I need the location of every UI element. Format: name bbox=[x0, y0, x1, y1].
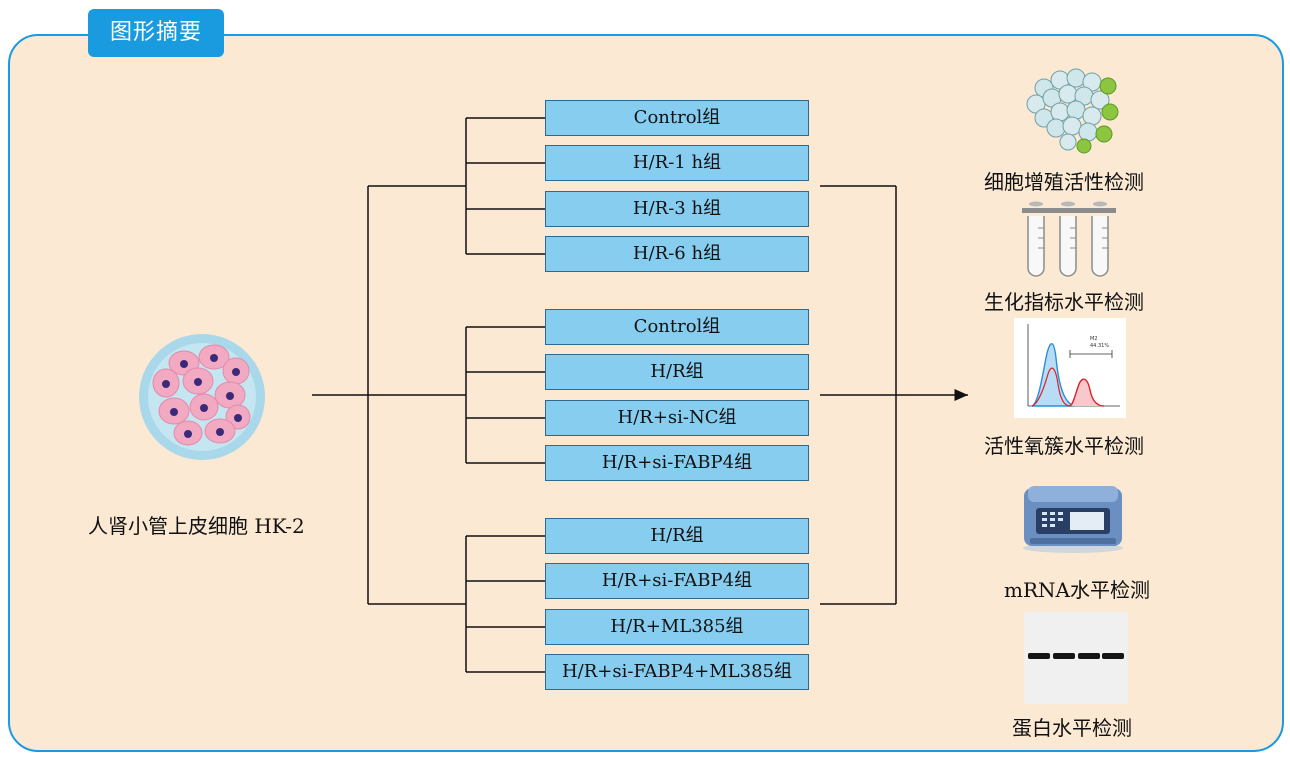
group-box: H/R-6 h组 bbox=[545, 236, 809, 272]
western-blot-icon bbox=[1024, 612, 1128, 704]
group-box: H/R-1 h组 bbox=[545, 145, 809, 181]
group-box: Control组 bbox=[545, 309, 809, 345]
group-box: H/R+ML385组 bbox=[545, 609, 809, 645]
group-box: Control组 bbox=[545, 100, 809, 136]
group-box: H/R+si-FABP4组 bbox=[545, 563, 809, 599]
pcr-machine-icon bbox=[1022, 482, 1124, 554]
group-box: H/R+si-FABP4组 bbox=[545, 445, 809, 481]
group-box: H/R组 bbox=[545, 518, 809, 554]
test-tubes-icon bbox=[1018, 198, 1120, 278]
gate-label: M2 bbox=[1090, 336, 1098, 342]
cell-dish-icon bbox=[138, 333, 266, 461]
assay-label: 细胞增殖活性检测 bbox=[984, 166, 1144, 195]
group-box: H/R组 bbox=[545, 354, 809, 390]
assay-label: 生化指标水平检测 bbox=[984, 286, 1144, 315]
flow-cytometry-histogram-icon: M2 44.31% bbox=[1014, 318, 1126, 418]
group-box: H/R+si-NC组 bbox=[545, 400, 809, 436]
assay-label: 活性氧簇水平检测 bbox=[984, 430, 1144, 459]
group-box: H/R+si-FABP4+ML385组 bbox=[545, 654, 809, 690]
group-box: H/R-3 h组 bbox=[545, 191, 809, 227]
source-label: 人肾小管上皮细胞 HK-2 bbox=[88, 510, 305, 539]
assay-label: 蛋白水平检测 bbox=[1012, 712, 1132, 741]
assay-label: mRNA水平检测 bbox=[1004, 574, 1150, 603]
gate-value: 44.31% bbox=[1090, 343, 1109, 349]
cell-cluster-icon bbox=[1022, 66, 1120, 154]
